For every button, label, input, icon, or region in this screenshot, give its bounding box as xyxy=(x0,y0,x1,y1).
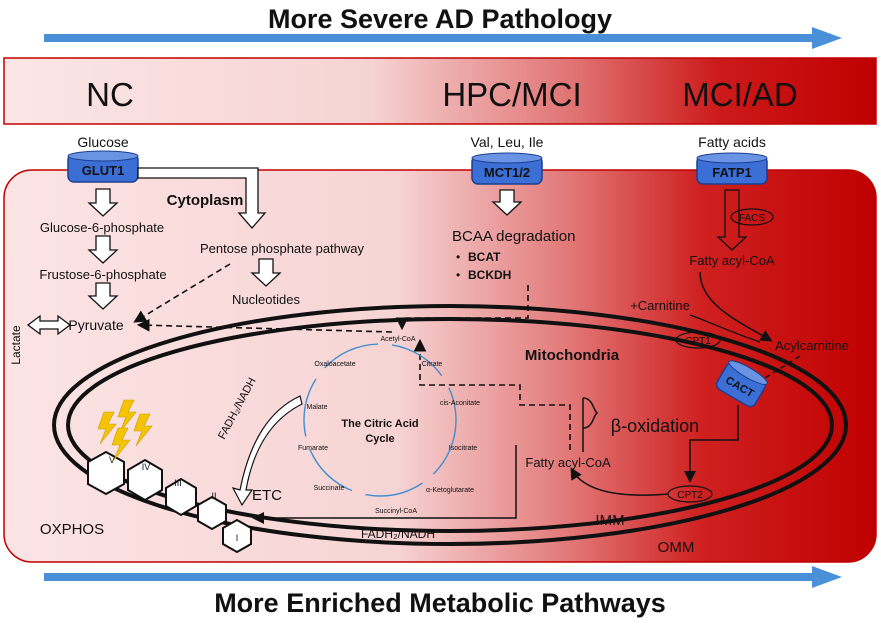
mitochondria-title: Mitochondria xyxy=(525,347,620,364)
tca-fumarate: Fumarate xyxy=(298,445,328,452)
top-title: More Severe AD Pathology xyxy=(268,4,612,34)
cact-to-cpt2-arrow xyxy=(684,405,739,483)
complex-i xyxy=(222,518,252,554)
tca-isocitrate: Isocitrate xyxy=(449,445,478,452)
acylcarnitine-label: Acylcarnitine xyxy=(775,338,849,353)
stage-hpc-mci: HPC/MCI xyxy=(442,76,581,113)
svg-text:•: • xyxy=(456,250,460,264)
tca-citrate: Citrate xyxy=(422,361,443,368)
bolt-icon xyxy=(133,413,153,447)
bckdh-label: BCKDH xyxy=(468,268,511,282)
acetyl-to-pyruvate-dashed xyxy=(136,318,393,333)
bottom-title: More Enriched Metabolic Pathways xyxy=(214,588,666,618)
cell-body xyxy=(3,169,877,563)
beta-ox-brace xyxy=(582,397,599,429)
tca-malate: Malate xyxy=(306,404,327,411)
bcaa-to-acetyl-dashed xyxy=(395,285,529,331)
acylcarnitine-dashed xyxy=(764,355,801,379)
complex-iii xyxy=(165,477,197,517)
nucleotides-label: Nucleotides xyxy=(232,292,300,307)
f6p-label: Frustose-6-phosphate xyxy=(39,267,166,282)
ppp-label: Pentose phosphate pathway xyxy=(200,241,365,256)
ppp-to-pyruvate-dashed xyxy=(133,263,231,323)
tca-oxaloacetate: Oxaloacetate xyxy=(314,361,355,368)
carnitine-join xyxy=(689,314,761,343)
fatp1-transporter: FATP1 xyxy=(696,152,768,185)
glut1-label: GLUT1 xyxy=(82,163,125,178)
bcaa-title: BCAA degradation xyxy=(452,228,575,245)
etc-complexes xyxy=(87,450,252,554)
fatp1-label: FATP1 xyxy=(712,165,752,180)
bottom-blue-arrow xyxy=(44,566,842,588)
mct-transporter: MCT1/2 xyxy=(471,152,543,185)
ppp-hollow-arrow xyxy=(137,167,267,229)
tca-title-1: The Citric Acid xyxy=(341,418,418,430)
facs-ellipse xyxy=(730,208,774,226)
omm-label: OMM xyxy=(658,539,695,556)
bolt-icon xyxy=(111,427,131,461)
fatty-acids-label: Fatty acids xyxy=(698,134,766,150)
top-blue-arrow xyxy=(44,27,842,49)
beta-ox-to-etc-arrow xyxy=(252,445,517,524)
cact-transporter: CACT xyxy=(715,360,768,408)
carnitine-label: +Carnitine xyxy=(630,298,690,313)
tca-succinate: Succinate xyxy=(314,485,345,492)
beta-oxidation-label: β-oxidation xyxy=(611,416,699,436)
fatty-acyl-coa-mito: Fatty acyl-CoA xyxy=(525,455,611,470)
mct-label: MCT1/2 xyxy=(484,165,530,180)
complex-iv xyxy=(127,458,163,502)
bcaa-input-label: Val, Leu, Ile xyxy=(471,134,544,150)
tca-acetyl-coa: Acetyl-CoA xyxy=(380,336,415,343)
outer-mito-membrane xyxy=(52,304,848,546)
g6p-label: Glucose-6-phosphate xyxy=(40,220,164,235)
cpt1-label: CPT1 xyxy=(685,336,711,347)
complex-v-label: V xyxy=(109,455,115,465)
acyl-coa-to-acylcarnitine xyxy=(699,271,773,342)
cytoplasm-title: Cytoplasm xyxy=(167,192,244,209)
imm-label: IMM xyxy=(595,512,624,529)
fatty-acid-hollow-arrow xyxy=(716,189,748,251)
glut1-transporter: GLUT1 xyxy=(67,150,139,183)
stage-mci-ad: MCI/AD xyxy=(682,76,798,113)
tca-akg: α-Ketoglutarate xyxy=(426,487,474,494)
cpt1-ellipse xyxy=(675,331,721,349)
energy-bolts xyxy=(97,399,153,461)
glucose-label: Glucose xyxy=(77,134,129,150)
nucleotides-hollow-arrow xyxy=(250,258,282,287)
complex-iv-label: IV xyxy=(142,462,151,472)
tca-title-2: Cycle xyxy=(365,433,394,445)
bolt-icon xyxy=(97,411,117,445)
cpt2-to-acyl-coa-arrow xyxy=(570,467,669,496)
bolt-icon xyxy=(117,399,137,433)
oxphos-label: OXPHOS xyxy=(40,521,104,538)
glycolysis-hollow-arrows xyxy=(87,188,119,310)
stage-nc: NC xyxy=(86,76,134,113)
tca-to-etc-hollow-arrow xyxy=(231,395,303,507)
complex-iii-label: III xyxy=(174,478,182,488)
bcat-label: BCAT xyxy=(468,250,501,264)
fadh-nadh-bottom: FADH₂/NADH xyxy=(361,527,435,541)
fatty-acyl-to-acetyl-dashed xyxy=(413,338,571,450)
complex-ii-label: II xyxy=(211,491,216,501)
lactate-label: Lactate xyxy=(9,325,23,365)
tca-cis-aconitate: cis-Aconitate xyxy=(440,400,480,407)
lactate-pyruvate-arrow xyxy=(26,314,72,336)
etc-label: ETC xyxy=(252,487,282,504)
complex-ii xyxy=(197,495,227,531)
tca-succinyl-coa: Succinyl-CoA xyxy=(375,508,417,515)
svg-text:•: • xyxy=(456,268,460,282)
cpt2-label: CPT2 xyxy=(677,490,703,501)
pyruvate-label: Pyruvate xyxy=(68,317,123,333)
facs-label: FACS xyxy=(739,213,765,224)
complex-i-label: I xyxy=(236,533,239,543)
stage-band xyxy=(3,57,877,125)
complex-v xyxy=(87,450,125,496)
citric-acid-cycle: The Citric Acid Cycle Acetyl-CoA Oxaloac… xyxy=(298,336,480,515)
bcaa-hollow-arrow xyxy=(491,189,523,216)
inner-mito-membrane xyxy=(66,317,834,533)
fatty-acyl-coa-cyto: Fatty acyl-CoA xyxy=(689,253,775,268)
